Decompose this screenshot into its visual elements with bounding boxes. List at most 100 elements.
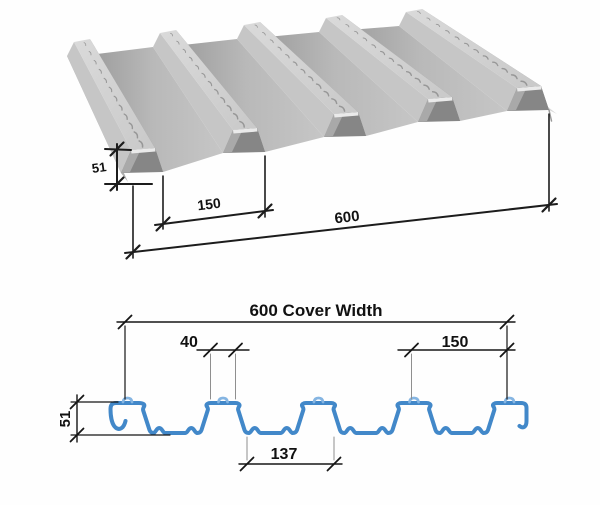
dimension-tick <box>239 456 255 472</box>
deck-embossment-dimple-icon <box>182 48 187 53</box>
dimension-tick <box>404 342 419 358</box>
cross-section-profile <box>108 396 529 435</box>
dim-line-pitch-150-top <box>154 209 274 226</box>
profile-dimension-labels: 600 Cover Width 40 150 51 137 <box>57 301 468 463</box>
deck-embossment-dimple-icon <box>520 80 528 86</box>
deck-rib-flange-front-edge <box>131 148 156 154</box>
deck-embossment-dimple-icon <box>262 31 266 36</box>
deck-rib-flange-front-edge <box>334 112 359 118</box>
deck-embossment-dimple-icon <box>417 11 421 15</box>
dimension-tick <box>109 176 125 192</box>
deck-rib-flange-top <box>244 22 358 114</box>
dimension-tick <box>155 216 171 232</box>
deck-embossment-dimple-icon <box>501 67 509 73</box>
isometric-dimension-lines <box>104 113 558 260</box>
deck-embossment-dimple-icon <box>473 48 480 54</box>
deck-rib-left-web <box>319 18 428 122</box>
deck-embossment-dimple-icon <box>226 104 232 112</box>
dim-line-width-600-top <box>124 203 558 254</box>
deck-embossment-dimple-icon <box>195 64 200 70</box>
profile-top-interlock-bump <box>121 396 134 404</box>
profile-dimension-lines <box>69 314 516 472</box>
deck-embossment-dimple-icon <box>354 30 359 35</box>
deck-embossment-dimple-icon <box>492 61 499 67</box>
deck-embossment-dimple-icon <box>331 98 338 105</box>
dimension-tick <box>326 456 342 472</box>
deck-embossment-dimple-icon <box>292 61 298 67</box>
deck-embossment-dimple-icon <box>454 36 460 41</box>
deck-embossment-dimple-icon <box>254 24 258 28</box>
deck-rib-flange-top <box>406 9 541 88</box>
deck-rib-flange-top <box>160 30 257 130</box>
deck-embossment-dimple-icon <box>362 37 368 42</box>
deck-embossment-dimple-icon <box>220 96 226 103</box>
dim-label-rib-top-40: 40 <box>180 334 198 351</box>
dim-label-pitch-150-top: 150 <box>196 195 221 214</box>
deck-rib-front-opening-lit-side <box>223 130 242 153</box>
deck-rib-flange-front-edge <box>233 128 258 134</box>
deck-embossment-dimple-icon <box>510 74 518 80</box>
deck-right-lip-front-edge <box>548 109 553 122</box>
dim-label-depth-51: 51 <box>57 411 74 428</box>
deck-embossment-dimple-icon <box>431 91 439 97</box>
deck-embossment-dimple-icon <box>371 44 377 49</box>
deck-embossment-dimple-icon <box>214 88 219 95</box>
deck-rib-left-web <box>399 12 517 111</box>
deck-embossment-dimple-icon <box>88 51 92 56</box>
deck-embossment-dimple-icon <box>300 68 306 74</box>
deck-embossment-dimple-icon <box>435 23 441 28</box>
profile-outline <box>108 401 529 435</box>
deck-embossment-dimple-icon <box>323 90 330 97</box>
deck-embossment-dimple-icon <box>482 55 489 60</box>
deck-embossment-dimple-icon <box>103 77 107 84</box>
profile-top-interlock-bump <box>312 396 325 404</box>
deck-embossment-dimple-icon <box>207 80 213 87</box>
isometric-dimension-labels: 51 150 600 <box>91 159 361 227</box>
deck-embossment-dimple-icon <box>405 70 413 77</box>
dimension-tick <box>228 342 243 358</box>
deck-embossment-dimple-icon <box>285 54 290 59</box>
dimension-tick <box>69 394 85 410</box>
deck-embossment-dimple-icon <box>414 77 422 83</box>
deck-embossment-dimple-icon <box>336 17 341 21</box>
deck-embossment-dimple-icon <box>277 46 282 51</box>
deck-embossment-dimple-icon <box>201 72 206 78</box>
dimension-tick <box>69 427 85 443</box>
deck-embossment-dimple-icon <box>269 39 274 44</box>
dim-label-pan-137: 137 <box>271 446 298 463</box>
dimension-tick <box>499 314 515 330</box>
deck-embossment-dimple-icon <box>345 24 350 28</box>
dim-label-width-600-top: 600 <box>334 208 361 228</box>
dim-label-pitch-150: 150 <box>442 334 469 351</box>
deck-embossment-dimple-icon <box>338 105 346 112</box>
deck-embossment-dimple-icon <box>445 30 450 34</box>
profile-top-interlock-bump <box>408 396 420 404</box>
deck-pan-face <box>97 47 223 172</box>
dimension-tick <box>125 244 141 260</box>
deck-embossment-dimple-icon <box>98 68 102 74</box>
deck-rib-flange-top <box>74 39 155 150</box>
dimension-tick <box>109 141 125 157</box>
deck-embossment-dimple-icon <box>83 42 87 47</box>
deck-pan-face <box>183 39 324 152</box>
dimension-tick <box>541 197 557 213</box>
deck-rib-front-opening-lit-side <box>324 114 343 137</box>
dimension-tick <box>203 342 218 358</box>
deck-embossment-dimple-icon <box>123 113 128 121</box>
deck-embossment-dimple-icon <box>118 104 123 111</box>
deck-pan-face <box>267 32 418 136</box>
deck-embossment-dimple-icon <box>232 112 239 120</box>
deck-rib-left-web <box>237 25 334 137</box>
deck-embossment-dimple-icon <box>239 120 245 128</box>
deck-rib-front-opening-lit-side <box>507 88 526 111</box>
deck-embossment-dimple-icon <box>423 84 430 90</box>
deck-embossment-dimple-icon <box>388 57 395 63</box>
dimension-tick <box>257 203 273 219</box>
deck-embossment-dimple-icon <box>128 122 134 130</box>
deck-rib-flange-top <box>326 15 452 99</box>
deck-embossment-dimple-icon <box>397 64 404 70</box>
dimension-tick <box>117 314 133 330</box>
deck-embossment-dimple-icon <box>93 60 97 65</box>
